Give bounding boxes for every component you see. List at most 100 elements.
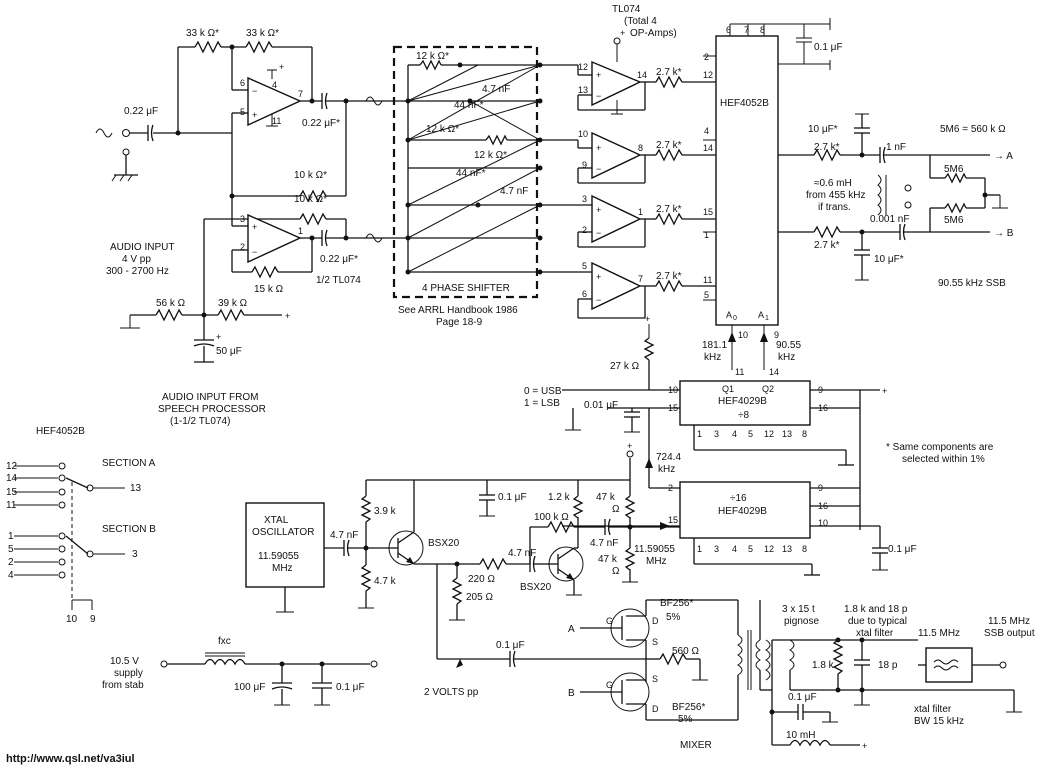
mixer-label: MIXER (680, 740, 712, 751)
r-15k: 15 k Ω (254, 284, 284, 295)
cap-10u-b: 10 μF* (874, 254, 904, 265)
div8: ÷8 (738, 410, 749, 421)
svg-text:15: 15 (6, 487, 18, 498)
hef-switch: HEF4052B (36, 426, 85, 437)
sup-1: 10.5 V (110, 656, 139, 667)
r-12k: 1.2 k (548, 492, 571, 503)
cap-18p: 18 p (878, 660, 898, 671)
r-27k-1: 2.7 k* (656, 67, 682, 78)
tr-1: 3 x 15 t (782, 604, 815, 615)
svg-text:+: + (596, 272, 601, 282)
bsx20-a: BSX20 (428, 538, 460, 549)
svg-text:3: 3 (240, 214, 245, 224)
note-18-2: due to typical (848, 616, 907, 627)
bsx20-b: BSX20 (520, 582, 552, 593)
svg-text:9: 9 (774, 330, 779, 340)
svg-text:10: 10 (818, 518, 828, 528)
volts: 2 VOLTS pp (424, 687, 479, 698)
svg-text:5: 5 (704, 290, 709, 300)
svg-text:+: + (285, 311, 290, 321)
f115: 11.5 MHz (918, 628, 960, 639)
svg-text:7: 7 (744, 25, 749, 35)
svg-text:12: 12 (6, 461, 18, 472)
svg-text:14: 14 (6, 473, 18, 484)
ps-r12k-a: 12 k Ω* (416, 51, 449, 62)
svg-text:5: 5 (748, 544, 753, 554)
svg-text:5: 5 (8, 544, 14, 555)
svg-text:10: 10 (578, 129, 588, 139)
svg-text:11: 11 (703, 275, 712, 285)
svg-text:−: − (596, 228, 601, 238)
r-27k-a: 2.7 k* (814, 142, 840, 153)
ps-c44n-b: 44 nF* (456, 168, 486, 179)
hef4029b-1: HEF4029B (718, 396, 767, 407)
speech-2: SPEECH PROCESSOR (158, 404, 266, 415)
cap-01-sup: 0.1 μF (336, 682, 365, 693)
svg-text:10: 10 (738, 330, 748, 340)
svg-text:2: 2 (240, 242, 245, 252)
osc-4: MHz (272, 563, 293, 574)
svg-text:6: 6 (240, 78, 245, 88)
out-115-2: SSB output (984, 628, 1035, 639)
svg-text:5: 5 (240, 107, 245, 117)
tl074-2: (Total 4 (624, 16, 657, 27)
svg-text:1: 1 (638, 207, 643, 217)
r-27k-3: 2.7 k* (656, 204, 682, 215)
svg-text:12: 12 (703, 70, 713, 80)
ind-10m: 10 mH (786, 730, 815, 741)
svg-text:2: 2 (8, 557, 14, 568)
cap-1n: 1 nF (886, 142, 906, 153)
svg-text:11: 11 (735, 367, 744, 377)
bf256-b: BF256* (672, 702, 705, 713)
cap-50u: 50 μF (216, 346, 242, 357)
svg-text:+: + (216, 332, 221, 342)
svg-text:→ B: → B (994, 228, 1014, 239)
svg-text:+: + (279, 62, 284, 72)
r-10k-b: 10 k Ω* (294, 194, 327, 205)
m6-eq: 5M6 = 560 k Ω (940, 124, 1006, 135)
svg-text:4: 4 (704, 126, 709, 136)
svg-text:6: 6 (582, 289, 587, 299)
svg-text:D: D (652, 616, 659, 626)
svg-text:Q2: Q2 (762, 384, 774, 394)
r-39k: 39 k Ω (218, 298, 248, 309)
audio-input-stage: − + 6 5 4 11 7 + + − 3 (95, 40, 408, 363)
svg-text:13: 13 (782, 544, 792, 554)
svg-text:14: 14 (637, 70, 647, 80)
note-1: * Same components are (886, 442, 994, 453)
r-47k-low: 47 k (598, 554, 618, 565)
ps-r12k-c: 12 k Ω* (474, 150, 507, 161)
phase-shifter-label: 4 PHASE SHIFTER (422, 283, 510, 294)
svg-text:+: + (627, 441, 632, 451)
osc-2: OSCILLATOR (252, 527, 314, 538)
arrl-1: See ARRL Handbook 1986 (398, 305, 518, 316)
freq-9055: 90.55 (776, 340, 801, 351)
r-47k-mid-u: Ω (612, 504, 620, 515)
svg-text:Q1: Q1 (722, 384, 734, 394)
cap-100u: 100 μF (234, 682, 265, 693)
svg-text:S: S (652, 637, 658, 647)
audio-input: AUDIO INPUT (110, 242, 174, 253)
svg-text:14: 14 (769, 367, 779, 377)
svg-text:5: 5 (748, 429, 753, 439)
svg-text:+: + (252, 222, 257, 232)
ind-2: from 455 kHz (806, 190, 865, 201)
out-115-1: 11.5 MHz (988, 616, 1030, 627)
f724-1: 724.4 (656, 452, 681, 463)
ind-3: if trans. (818, 202, 851, 213)
svg-text:3: 3 (132, 549, 138, 560)
url-link[interactable]: http://www.qsl.net/va3iul (6, 753, 135, 765)
svg-text:8: 8 (802, 544, 807, 554)
lsb: 1 = LSB (524, 398, 560, 409)
r-47k-low-u: Ω (612, 566, 620, 577)
svg-text:+: + (645, 314, 650, 324)
audio-vpp: 4 V pp (122, 254, 151, 265)
svg-text:1: 1 (697, 544, 702, 554)
bf256-a-t: 5% (666, 612, 681, 623)
cap-022-in: 0.22 μF (124, 106, 158, 117)
bf256-a: BF256* (660, 598, 693, 609)
r-205: 205 Ω (466, 592, 493, 603)
svg-text:7: 7 (638, 274, 643, 284)
